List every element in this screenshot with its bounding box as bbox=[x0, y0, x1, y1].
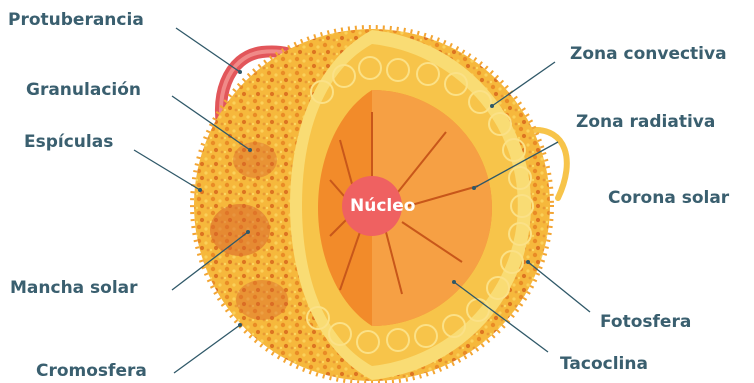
label-cromosfera: Cromosfera bbox=[36, 363, 147, 380]
label-protuberancia: Protuberancia bbox=[8, 12, 144, 29]
label-corona-solar: Corona solar bbox=[608, 190, 729, 207]
leader-protuberancia bbox=[176, 28, 240, 72]
label-zona-radiativa: Zona radiativa bbox=[576, 114, 715, 131]
leader-especulas bbox=[134, 150, 200, 190]
label-fotosfera: Fotosfera bbox=[600, 314, 691, 331]
leader-fotosfera bbox=[528, 262, 590, 312]
label-zona-convectiva: Zona convectiva bbox=[570, 46, 727, 63]
leader-zona-convectiva bbox=[492, 62, 555, 106]
label-mancha-solar: Mancha solar bbox=[10, 280, 138, 297]
leader-cromosfera bbox=[174, 325, 240, 373]
label-granulacion: Granulación bbox=[26, 82, 141, 99]
label-especulas: Espículas bbox=[24, 134, 113, 151]
label-tacoclina: Tacoclina bbox=[560, 356, 648, 373]
label-nucleo: Núcleo bbox=[350, 198, 415, 215]
